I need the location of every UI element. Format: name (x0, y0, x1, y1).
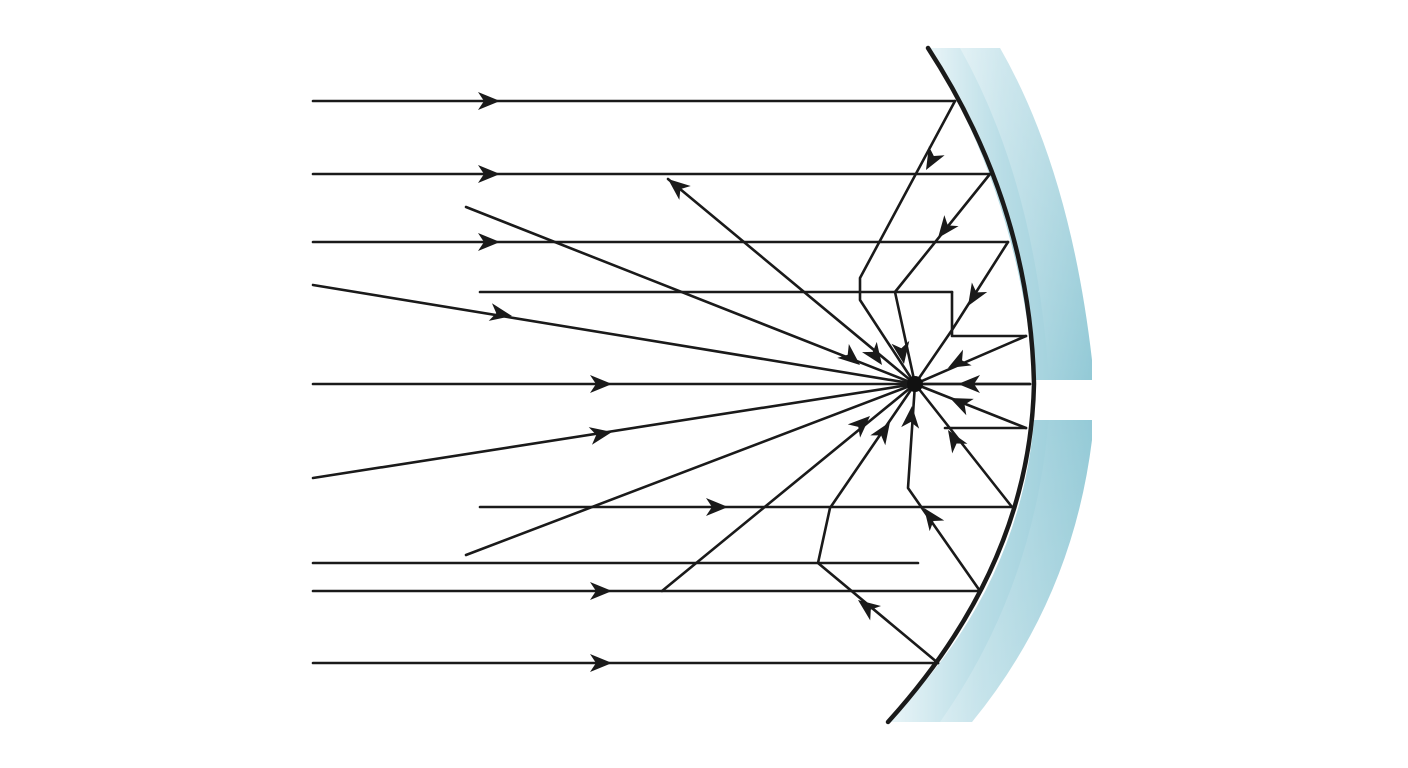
light-ray (311, 382, 917, 480)
arrowhead-icon (588, 427, 612, 445)
arrowhead-icon (590, 654, 612, 672)
light-ray (311, 283, 917, 386)
light-ray (464, 382, 917, 557)
arrowhead-icon (488, 303, 512, 321)
arrowhead-icon (668, 179, 691, 200)
arrowhead-icon (891, 340, 910, 364)
focal-point-icon (907, 376, 923, 392)
arrowhead-icon (948, 430, 968, 454)
arrowhead-icon (847, 416, 870, 438)
light-ray (816, 382, 940, 665)
arrowhead-icon (478, 165, 500, 183)
arrowhead-icon (924, 508, 945, 532)
light-ray (950, 290, 1028, 338)
arrowhead-icon (950, 398, 974, 416)
light-ray (893, 172, 992, 386)
arrowhead-icon (837, 344, 860, 365)
arrowhead-icon (590, 375, 612, 393)
light-ray (858, 99, 957, 386)
arrowhead-icon (478, 233, 500, 251)
arrowhead-icon (862, 341, 882, 365)
arrowhead-icon (948, 349, 972, 368)
light-ray (913, 334, 1028, 386)
arrowhead-icon (870, 422, 890, 446)
light-ray (913, 382, 1028, 430)
arrowhead-icon (590, 582, 612, 600)
arrowhead-group (478, 92, 988, 672)
arrowhead-icon (938, 215, 959, 238)
ray-group (311, 99, 1032, 665)
arrowhead-icon (901, 406, 920, 429)
light-ray (464, 205, 917, 386)
light-ray (913, 382, 1014, 509)
light-ray (660, 382, 917, 593)
mirror-glass-shine (940, 48, 1092, 722)
mirror-reflecting-surface (885, 45, 1037, 725)
arrowhead-icon (478, 92, 500, 110)
arrowhead-icon (968, 282, 988, 306)
light-ray (906, 382, 982, 593)
arrowhead-icon (926, 146, 945, 170)
arrowhead-icon (706, 498, 728, 516)
arrowhead-icon (858, 600, 881, 621)
arrowhead-icon (958, 375, 980, 393)
concave-mirror (885, 45, 1092, 725)
